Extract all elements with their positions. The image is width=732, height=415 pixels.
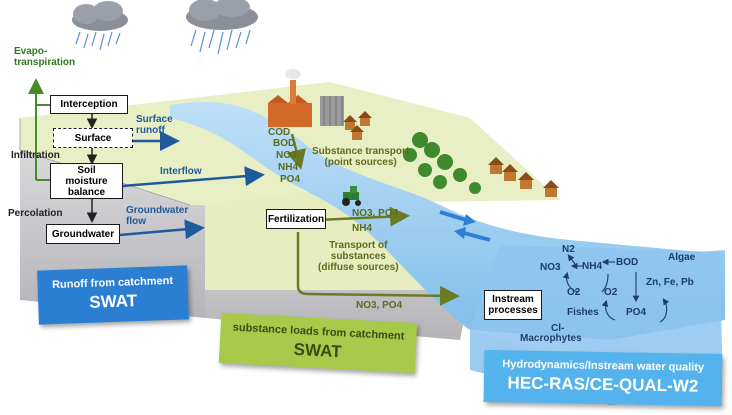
groundwater-flow-label: Groundwater flow bbox=[126, 205, 189, 227]
runoff-swat-banner: Runoff from catchment SWAT bbox=[37, 265, 189, 325]
nh4-instream-label: NH4 bbox=[582, 261, 603, 272]
o2-left-label: O2 bbox=[567, 287, 581, 298]
hydro-banner-model: HEC-RAS/CE-QUAL-W2 bbox=[507, 373, 699, 396]
bottom-no3-po4-label: NO3, PO4 bbox=[356, 300, 403, 311]
bod-label: BOD bbox=[273, 138, 296, 149]
tree-icon bbox=[403, 132, 481, 194]
bod-instream-label: BOD bbox=[616, 257, 639, 268]
surface-runoff-label: Surface runoff bbox=[136, 114, 173, 136]
field-no3-po4-label: NO3, PO4 bbox=[352, 208, 399, 219]
diffuse-transport-label: Transport of substances (diffuse sources… bbox=[318, 240, 399, 273]
hydrodynamics-banner: Hydrodynamics/Instream water quality HEC… bbox=[483, 349, 723, 407]
point-source-arrow bbox=[286, 133, 306, 170]
fertilization-box: Fertilization bbox=[266, 209, 326, 229]
nh4-label: NH4 bbox=[278, 162, 299, 173]
point-source-transport-label: Substance transport (point sources) bbox=[312, 146, 410, 168]
instream-processes-box: Instream processes bbox=[484, 290, 542, 320]
surface-box: Surface bbox=[53, 128, 133, 148]
runoff-banner-title: Runoff from catchment bbox=[51, 274, 174, 292]
cod-label: COD bbox=[268, 127, 291, 138]
house-icon bbox=[343, 111, 559, 197]
interflow-arrow bbox=[122, 166, 265, 188]
fishes-label: Fishes bbox=[567, 307, 599, 318]
chloride-label: Cl- bbox=[551, 323, 565, 334]
infiltration-label: Infiltration bbox=[11, 150, 60, 161]
instream-cycle-arrows bbox=[562, 254, 670, 323]
po4-instream-label: PO4 bbox=[626, 307, 647, 318]
tractor-icon bbox=[342, 186, 361, 206]
loads-swat-banner: substance loads from catchment SWAT bbox=[218, 312, 418, 374]
soil-moisture-box: Soil moisture balance bbox=[50, 163, 123, 199]
n2-label: N2 bbox=[562, 244, 575, 255]
algae-label: Algae bbox=[668, 252, 696, 263]
evapotranspiration-label: Evapo- transpiration bbox=[14, 46, 76, 68]
interflow-label: Interflow bbox=[160, 166, 202, 177]
po4-label: PO4 bbox=[280, 174, 301, 185]
runoff-banner-model: SWAT bbox=[88, 291, 138, 312]
groundwater-flow-arrow bbox=[119, 219, 205, 240]
rain-cloud-icon bbox=[72, 1, 128, 51]
evapotranspiration-arrow bbox=[28, 78, 50, 181]
o2-right-label: O2 bbox=[604, 287, 618, 298]
fertilization-arrows bbox=[296, 206, 460, 306]
percolation-label: Percolation bbox=[8, 208, 63, 219]
field-nh4-label: NH4 bbox=[352, 223, 373, 234]
metals-label: Zn, Fe, Pb bbox=[646, 277, 694, 288]
macrophytes-label: Macrophytes bbox=[520, 333, 582, 344]
flow-direction-arrows bbox=[439, 210, 491, 242]
no3-instream-label: NO3 bbox=[540, 262, 561, 273]
factory-icon bbox=[268, 69, 344, 127]
no3-label: NO3 bbox=[276, 150, 297, 161]
interception-box: Interception bbox=[50, 95, 128, 114]
hydro-banner-title: Hydrodynamics/Instream water quality bbox=[502, 358, 705, 374]
rain-cloud-icon bbox=[186, 0, 258, 55]
groundwater-box: Groundwater bbox=[46, 224, 120, 244]
